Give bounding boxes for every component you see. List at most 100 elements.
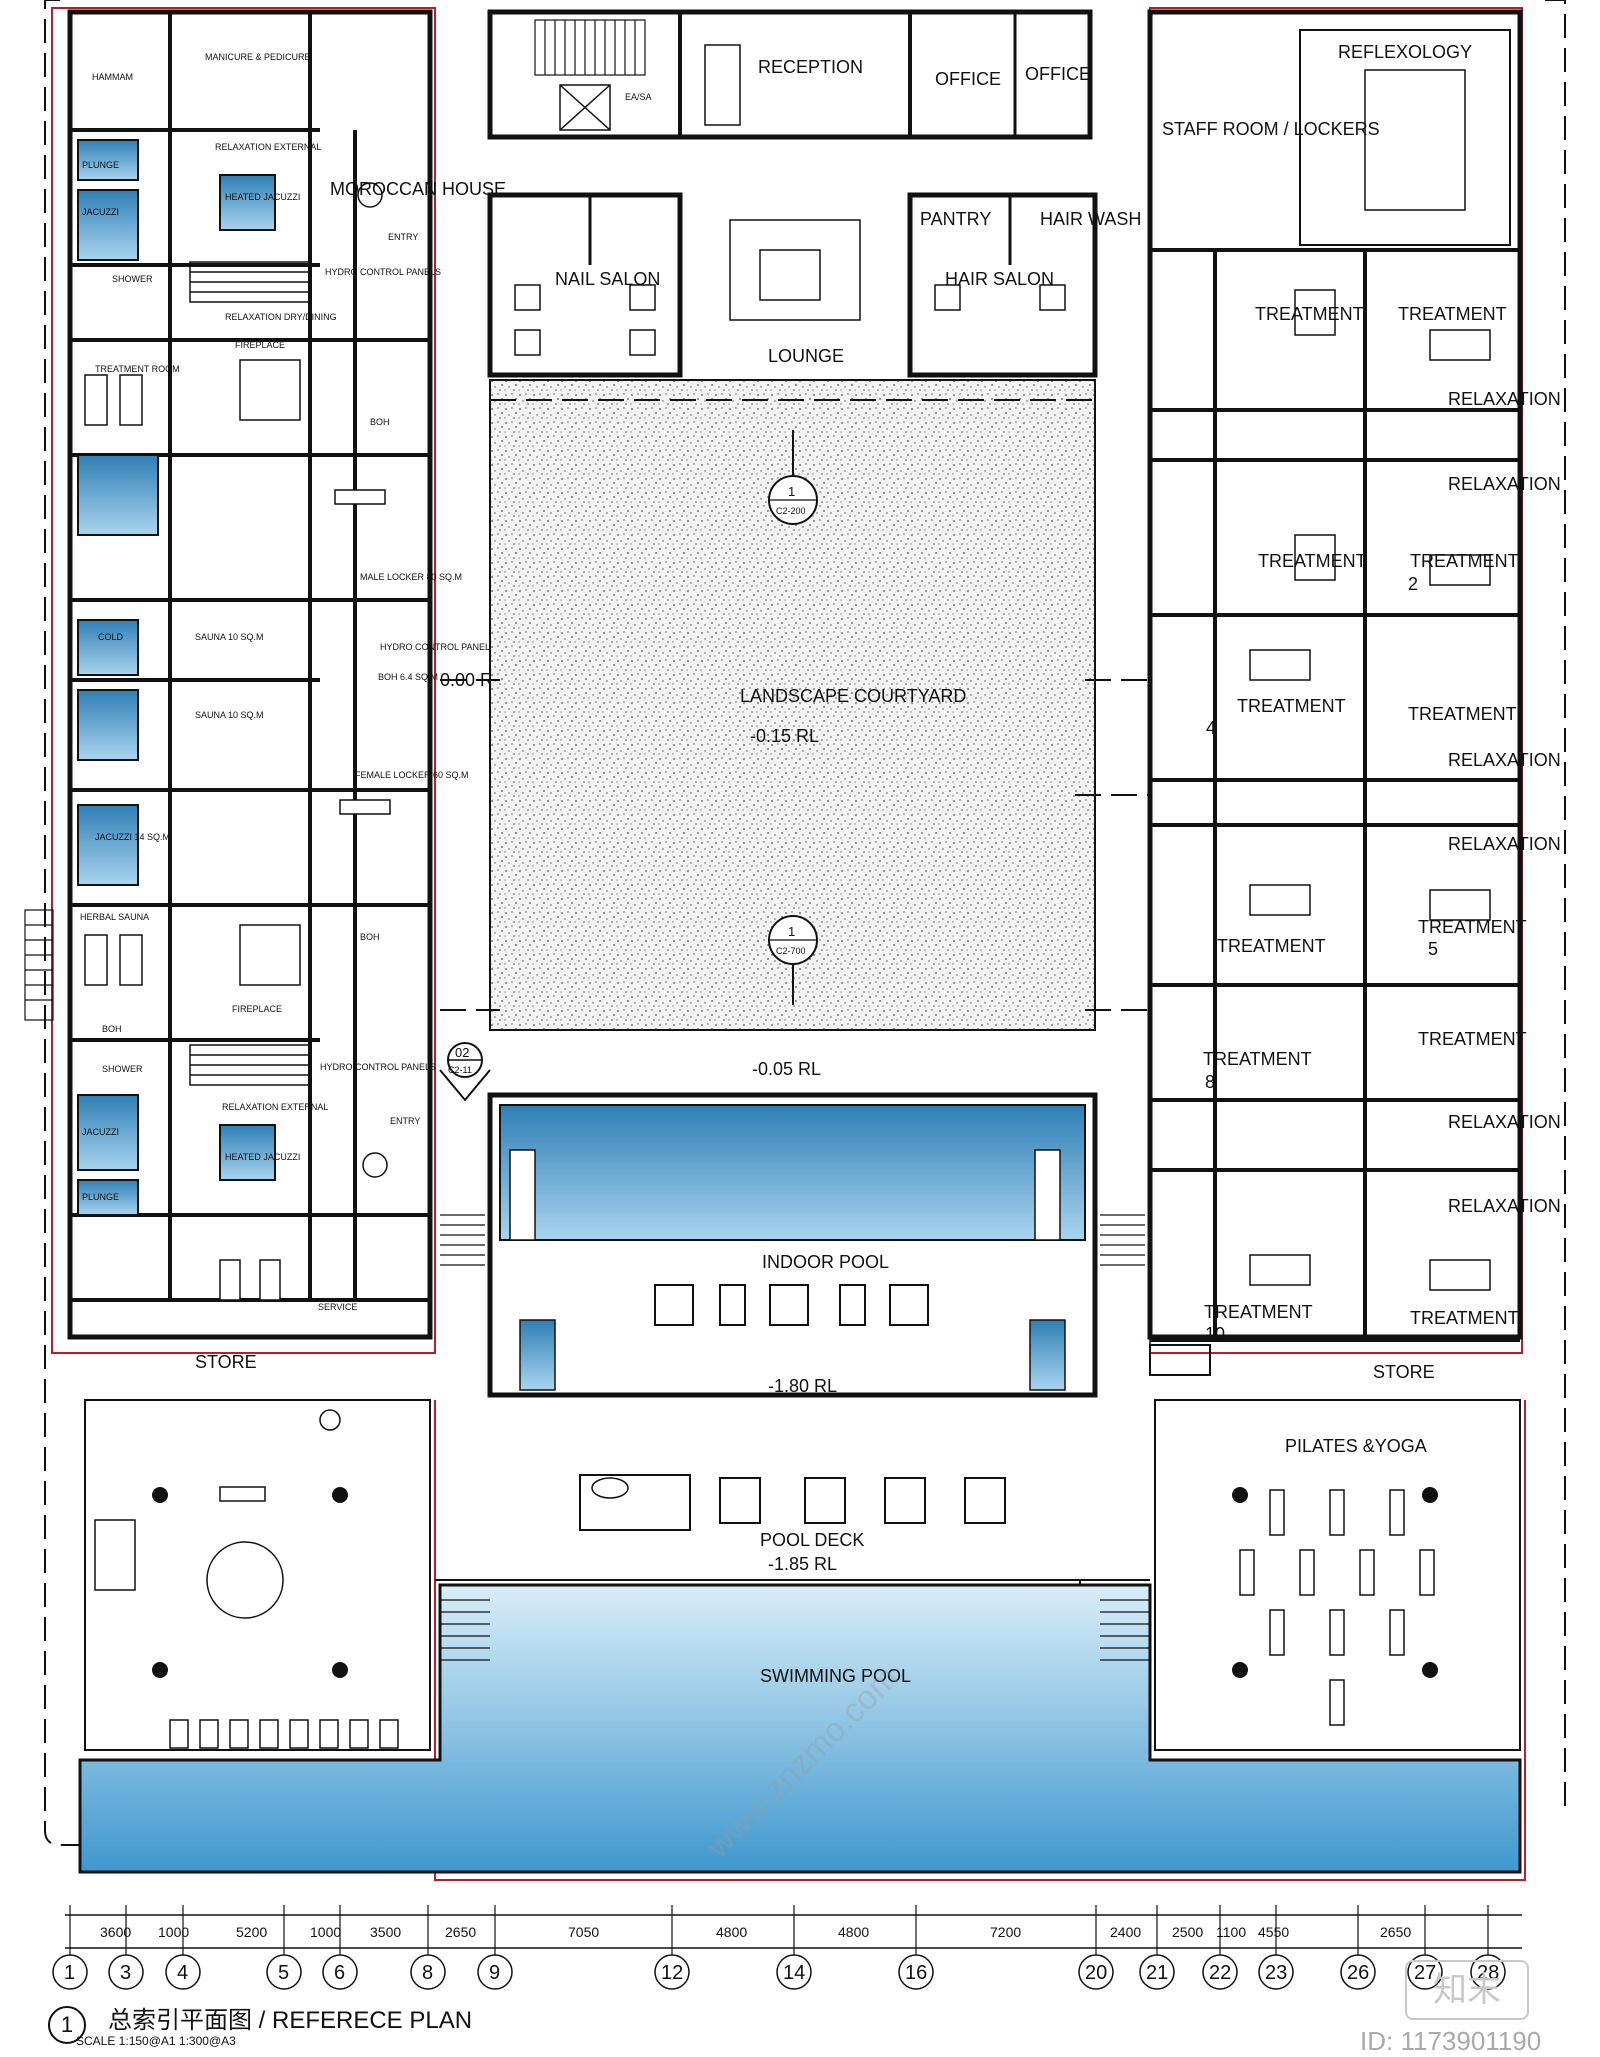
rl-courtyard: -0.15 RL: [750, 726, 819, 746]
grid-axis-6: 6: [322, 1954, 358, 1990]
dim-span-2: 1000: [158, 1924, 189, 1940]
dim-span-13: 1100: [1216, 1924, 1246, 1940]
room-shower-low: SHOWER: [102, 1064, 143, 1074]
pilates-area: PILATES &YOGA: [1154, 1399, 1521, 1751]
grid-axis-5: 5: [266, 1954, 302, 1990]
room-shower-top: SHOWER: [112, 274, 153, 284]
room-treatment-5a: TREATMENT: [1203, 1049, 1312, 1069]
grid-axis-1-label: 1: [64, 1962, 75, 1984]
room-indoor-pool: INDOOR POOL: [762, 1252, 889, 1272]
grid-axis-9-label: 9: [489, 1962, 500, 1984]
grid-axis-5-label: 5: [278, 1962, 289, 1984]
room-treatment-5a-number: 8: [1205, 1072, 1215, 1092]
room-treatment-6a-number: 10: [1205, 1324, 1225, 1344]
grid-axis-12-label: 12: [661, 1962, 683, 1984]
room-heated-low: HEATED JACUZZI: [225, 1152, 300, 1162]
brand-logo: 知末: [1405, 1960, 1529, 2020]
grid-axis-14: 14: [776, 1954, 812, 1990]
grid-axis-3-label: 3: [120, 1962, 131, 1984]
grid-axis-27: 27: [1407, 1954, 1443, 1990]
grid-axis-26: 26: [1340, 1954, 1376, 1990]
swimming-pool: SWIMMING POOL: [78, 1583, 1522, 1874]
room-pantry: PANTRY: [920, 209, 991, 229]
room-treatment-4a: TREATMENT: [1217, 936, 1326, 956]
rl-180: -1.80 RL: [768, 1376, 837, 1396]
gym-area: [84, 1399, 431, 1751]
rl-005: -0.05 RL: [752, 1059, 821, 1079]
room-reception: RECEPTION: [758, 57, 863, 77]
grid-axis-22-label: 22: [1209, 1962, 1231, 1984]
room-entry-top: ENTRY: [388, 232, 418, 242]
grid-axis-4: 4: [165, 1954, 201, 1990]
room-relax-dining: RELAXATION DRY/DINING: [225, 312, 337, 322]
room-relaxation-4: RELAXATION: [1448, 834, 1561, 854]
pool-deck: POOL DECK -1.85 RL: [435, 1474, 1150, 1606]
room-jacuzzi-low: JACUZZI: [82, 1127, 119, 1137]
room-swimming-pool: SWIMMING POOL: [760, 1666, 911, 1686]
room-staff: STAFF ROOM / LOCKERS: [1162, 119, 1380, 139]
grid-axis-20: 20: [1078, 1954, 1114, 1990]
dim-span-5: 3500: [370, 1924, 401, 1940]
room-hydro-low: HYDRO CONTROL PANELS: [320, 1062, 436, 1072]
section-mark-1-ref: C2-200: [776, 506, 806, 516]
room-relaxation-3: RELAXATION: [1448, 750, 1561, 770]
section-tag-02-number: 02: [455, 1045, 469, 1060]
grid-axis-28: 28: [1470, 1954, 1506, 1990]
section-mark-2-number: 1: [788, 924, 795, 939]
room-treatment-2b: TREATMENT: [1410, 551, 1519, 571]
section-tag-02: 02 C2-11: [439, 1042, 491, 1102]
room-herbal-sauna: HERBAL SAUNA: [80, 912, 149, 922]
dim-span-1: 3600: [100, 1924, 131, 1940]
room-boh-top: BOH: [370, 417, 390, 427]
room-relax-external-top: RELAXATION EXTERNAL: [215, 142, 321, 152]
dim-span-12: 2500: [1172, 1924, 1203, 1940]
room-lounge: LOUNGE: [768, 346, 844, 366]
dim-span-6: 2650: [445, 1924, 476, 1940]
room-jacuzzi-top: JACUZZI: [82, 207, 119, 217]
room-plunge-top: PLUNGE: [82, 160, 119, 170]
section-mark-1-number: 1: [788, 484, 795, 499]
drawing-title: 总索引平面图 / REFERECE PLAN: [108, 2007, 473, 2034]
room-pool-deck: POOL DECK: [760, 1530, 864, 1550]
room-boh-mid: BOH 6.4 SQ.M: [378, 672, 438, 682]
room-store-left: STORE: [195, 1352, 257, 1372]
grid-axis-20-label: 20: [1085, 1962, 1107, 1984]
room-treatment-room: TREATMENT ROOM: [95, 364, 180, 374]
room-treatment-1b: TREATMENT: [1398, 304, 1507, 324]
room-manicure: MANICURE & PEDICURE: [205, 52, 311, 62]
room-hair-wash: HAIR WASH: [1040, 209, 1141, 229]
room-relax-external-low: RELAXATION EXTERNAL: [222, 1102, 328, 1112]
drawing-scale: SCALE 1:150@A1 1:300@A3: [76, 2034, 236, 2048]
room-office-1: OFFICE: [935, 69, 1001, 89]
room-male-locker: MALE LOCKER 80 SQ.M: [360, 572, 462, 582]
room-female-locker: FEMALE LOCKER 60 SQ.M: [355, 770, 469, 780]
right-wing-labels: REFLEXOLOGY STAFF ROOM / LOCKERS TREATME…: [1162, 42, 1561, 1382]
dim-span-10: 7200: [990, 1924, 1021, 1940]
dim-span-4: 1000: [310, 1924, 341, 1940]
room-hydro-mid: HYDRO CONTROL PANELS: [380, 642, 496, 652]
left-wing: [24, 9, 433, 1340]
dim-span-15: 2650: [1380, 1924, 1411, 1940]
room-treatment-2a: TREATMENT: [1258, 551, 1367, 571]
room-pilates: PILATES &YOGA: [1285, 1436, 1427, 1456]
section-mark-2: 1 C2-700: [768, 915, 818, 1005]
room-service: SERVICE: [318, 1302, 357, 1312]
indoor-pool: -0.05 RL INDOOR POOL -1.80 RL: [440, 1059, 1145, 1398]
room-treatment-5b: TREATMENT: [1418, 1029, 1527, 1049]
room-treatment-3b: TREATMENT: [1408, 704, 1517, 724]
grid-axis-9: 9: [477, 1954, 513, 1990]
section-tag-02-ref: C2-11: [448, 1065, 472, 1075]
section-mark-2-ref: C2-700: [776, 946, 806, 956]
grid-axis-27-label: 27: [1414, 1962, 1436, 1984]
room-hammam: HAMMAM: [92, 72, 133, 82]
grid-axis-26-label: 26: [1347, 1962, 1369, 1984]
dim-span-8: 4800: [716, 1924, 747, 1940]
room-hair-salon: HAIR SALON: [945, 269, 1054, 289]
dim-span-9: 4800: [838, 1924, 869, 1940]
grid-axes: 1 3 4 5 6 8 9 12 14 16 20 21 22 23 26 27…: [52, 1954, 1506, 1990]
grid-axis-28-label: 28: [1477, 1962, 1499, 1984]
grid-axis-4-label: 4: [177, 1962, 188, 1984]
room-treatment-3a: TREATMENT: [1237, 696, 1346, 716]
grid-axis-8: 8: [410, 1954, 446, 1990]
room-store-right: STORE: [1373, 1362, 1435, 1382]
